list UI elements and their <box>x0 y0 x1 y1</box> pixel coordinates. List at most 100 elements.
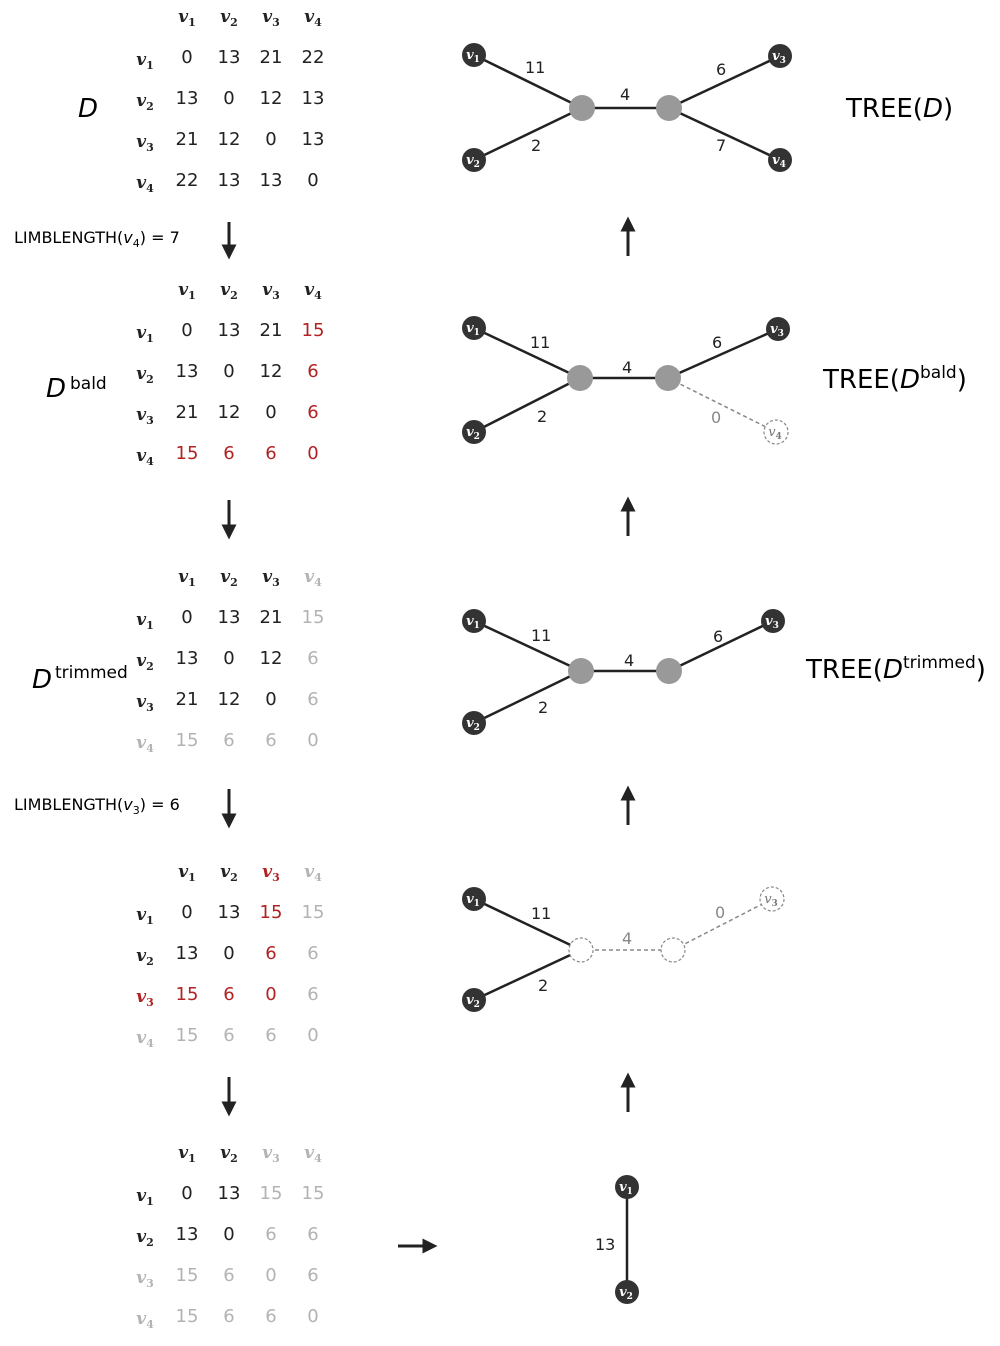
row-header: v1 <box>136 610 154 632</box>
matrix-cell: 12 <box>260 88 283 109</box>
matrix-cell: 0 <box>223 943 234 964</box>
col-header: v2 <box>220 862 238 884</box>
tree-D-bald: 11 2 4 6 0 v1 v2 v3 v4 <box>462 316 790 445</box>
tree-D-trimmed-label: TREE(Dtrimmed) <box>805 653 986 685</box>
matrix-cell: 12 <box>218 129 241 150</box>
svg-text:D: D <box>46 374 66 404</box>
limb-length-v4: LIMBLENGTH(v4) = 7 <box>14 228 180 250</box>
matrix-cell: 0 <box>307 443 318 464</box>
matrix-cell: 0 <box>223 1224 234 1245</box>
col-header: v1 <box>178 567 196 589</box>
matrix-cell: 0 <box>181 47 192 68</box>
matrix-cell: 15 <box>302 607 325 628</box>
col-header: v3 <box>262 1143 280 1165</box>
leaf-node-v2: v2 <box>615 1280 639 1304</box>
matrix-cell: 13 <box>218 320 241 341</box>
svg-text:TREE(D): TREE(D) <box>845 94 953 124</box>
matrix-cell: 21 <box>176 402 199 423</box>
svg-text:v2: v2 <box>466 153 480 170</box>
matrix-cell: 0 <box>307 170 318 191</box>
matrix-cell: 0 <box>265 1265 276 1286</box>
matrix-cell: 13 <box>176 88 199 109</box>
matrix-cell: 21 <box>260 607 283 628</box>
matrix-cell: 0 <box>307 1306 318 1327</box>
matrix-cell: 13 <box>176 361 199 382</box>
row-header: v4 <box>136 733 154 755</box>
matrix-cell: 21 <box>260 47 283 68</box>
matrix-cell: 0 <box>307 1025 318 1046</box>
matrix-cell: 13 <box>218 607 241 628</box>
label-D: D <box>78 94 98 124</box>
row-header: v1 <box>136 323 154 345</box>
row-header: v1 <box>136 905 154 927</box>
leaf-node-v3: v3 <box>759 886 785 912</box>
edge-label: 7 <box>716 136 726 155</box>
svg-text:TREE(Dbald): TREE(Dbald) <box>822 363 967 395</box>
svg-text:v3: v3 <box>764 892 778 909</box>
matrix-cell: 0 <box>223 648 234 669</box>
matrix-cell: 6 <box>307 361 318 382</box>
matrix-cell: 12 <box>218 402 241 423</box>
row-header: v3 <box>136 405 154 427</box>
label-D-bald: D bald <box>46 374 107 404</box>
row-header: v3 <box>136 132 154 154</box>
matrix-cell: 6 <box>265 1224 276 1245</box>
leaf-node-v2: v2 <box>462 711 486 735</box>
matrix-cell: 0 <box>265 984 276 1005</box>
matrix-cell: 21 <box>176 129 199 150</box>
col-header: v4 <box>304 280 322 302</box>
matrix-cell: 15 <box>176 730 199 751</box>
row-header: v4 <box>136 1309 154 1331</box>
col-header: v3 <box>262 7 280 29</box>
row-header: v3 <box>136 987 154 1009</box>
col-header: v2 <box>220 7 238 29</box>
matrix-cell: 6 <box>307 1265 318 1286</box>
col-header: v4 <box>304 862 322 884</box>
svg-text:trimmed: trimmed <box>55 663 128 683</box>
limb-length-v3: LIMBLENGTH(v3) = 6 <box>14 795 180 817</box>
matrix-cell: 15 <box>176 1025 199 1046</box>
svg-text:v4: v4 <box>768 425 782 442</box>
edge-label: 11 <box>525 58 545 77</box>
svg-text:v2: v2 <box>466 716 480 733</box>
svg-text:v2: v2 <box>619 1285 633 1302</box>
matrix-cell: 6 <box>307 1224 318 1245</box>
matrix-cell: 12 <box>260 361 283 382</box>
row-header: v4 <box>136 173 154 195</box>
edge-label: 4 <box>622 358 632 377</box>
matrix-cell: 6 <box>265 443 276 464</box>
matrix-cell: 6 <box>223 730 234 751</box>
label-D-trimmed: D trimmed <box>32 663 128 695</box>
matrix-cell: 6 <box>223 984 234 1005</box>
matrix-cell: 15 <box>176 1306 199 1327</box>
col-header: v1 <box>178 7 196 29</box>
leaf-node-v1: v1 <box>462 316 486 340</box>
leaf-node-v1: v1 <box>462 609 486 633</box>
matrix-cell: 12 <box>260 648 283 669</box>
matrix-cell: 0 <box>181 902 192 923</box>
leaf-node-v1: v1 <box>615 1175 639 1199</box>
matrix-cell: 15 <box>176 1265 199 1286</box>
leaf-node-v2: v2 <box>462 420 486 444</box>
matrix-cell: 6 <box>223 1025 234 1046</box>
edge-label: 2 <box>538 976 548 995</box>
matrix-cell: 21 <box>176 689 199 710</box>
edge-label: 13 <box>595 1235 615 1254</box>
leaf-node-v4: v4 <box>763 419 789 445</box>
row-header: v4 <box>136 1028 154 1050</box>
matrix-cell: 13 <box>218 170 241 191</box>
row-header: v1 <box>136 50 154 72</box>
matrix-cell: 6 <box>265 1306 276 1327</box>
col-header: v2 <box>220 567 238 589</box>
edge-label: 0 <box>711 408 721 427</box>
edge-label: 11 <box>531 626 551 645</box>
svg-text:v1: v1 <box>619 1180 633 1197</box>
matrix-cell: 6 <box>223 1306 234 1327</box>
edge-label: 11 <box>530 333 550 352</box>
col-header: v4 <box>304 7 322 29</box>
matrix-cell: 13 <box>218 902 241 923</box>
svg-text:v3: v3 <box>770 322 784 339</box>
